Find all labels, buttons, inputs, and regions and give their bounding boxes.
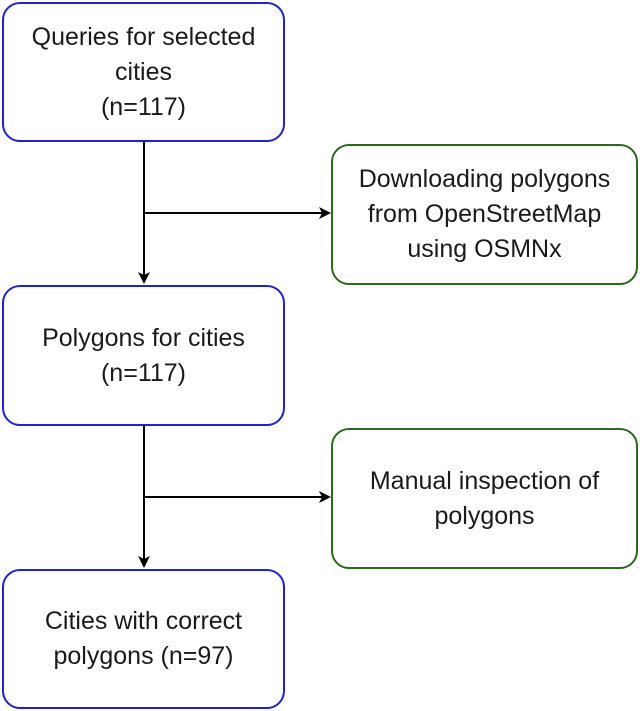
node-download-line1: Downloading polygons <box>358 165 611 193</box>
node-queries-line3: (n=117) <box>100 92 186 121</box>
node-polygons-line1: Polygons for cities <box>42 323 245 352</box>
node-inspection: Manual inspection of polygons <box>331 428 638 569</box>
node-inspection-line2: polygons <box>434 501 535 530</box>
node-queries-line1: Queries for selected <box>31 22 256 51</box>
node-queries-line2: cities <box>115 57 172 86</box>
node-polygons-line2: (n=117) <box>100 358 186 387</box>
node-inspection-line1: Manual inspection of <box>369 466 600 495</box>
node-polygons: Polygons for cities (n=117) <box>2 285 285 426</box>
node-download-line2: from OpenStreetMap <box>367 200 602 228</box>
node-queries: Queries for selected cities (n=117) <box>2 2 285 142</box>
node-cities-line2: polygons (n=97) <box>53 642 234 670</box>
node-download: Downloading polygons from OpenStreetMap … <box>331 144 638 285</box>
node-download-line3: using OSMNx <box>407 235 562 263</box>
node-cities-line1: Cities with correct <box>44 607 243 635</box>
node-cities: Cities with correct polygons (n=97) <box>2 569 285 709</box>
